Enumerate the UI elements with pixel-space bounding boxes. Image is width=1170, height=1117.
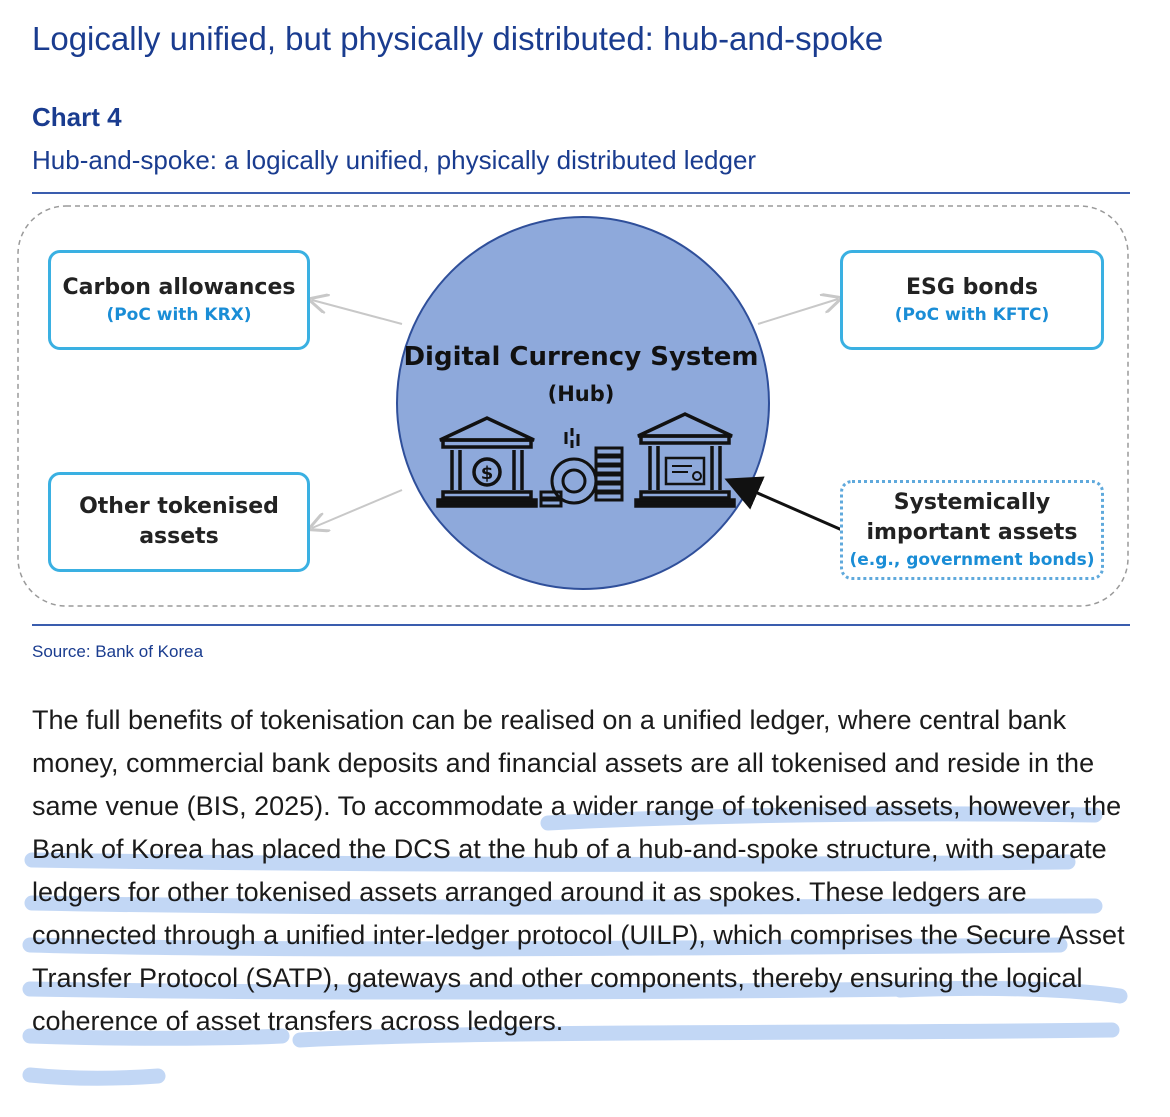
body-paragraph-block: The full benefits of tokenisation can be…: [32, 699, 1142, 1043]
chart-subtitle: Hub-and-spoke: a logically unified, phys…: [32, 145, 757, 175]
connector-other: [312, 489, 403, 528]
spoke-systemically-important-assets: Systemically important assets (e.g., gov…: [840, 480, 1104, 580]
connector-carbon: [312, 300, 403, 325]
bank-dollar-icon: [436, 416, 538, 508]
bank-certificate-icon: [634, 412, 736, 508]
chart-label: Chart 4: [32, 102, 122, 132]
spoke-other-line1: Other tokenised: [79, 494, 279, 519]
chart-top-rule: [32, 192, 1130, 194]
connector-esg: [757, 299, 838, 325]
spoke-carbon-allowances: Carbon allowances (PoC with KRX): [48, 250, 310, 350]
spoke-esg-bonds: ESG bonds (PoC with KFTC): [840, 250, 1104, 350]
spoke-esg-sub: (PoC with KFTC): [894, 305, 1050, 325]
spoke-carbon-title: Carbon allowances: [62, 275, 296, 300]
spoke-carbon-sub: (PoC with KRX): [106, 305, 252, 325]
spoke-systemic-sub: (e.g., government bonds): [849, 550, 1095, 570]
page-heading: Logically unified, but physically distri…: [32, 20, 884, 57]
spoke-systemic-line2: important assets: [866, 520, 1078, 545]
hub-subtitle: (Hub): [547, 382, 615, 406]
spoke-esg-title: ESG bonds: [906, 275, 1038, 300]
chart-source: Source: Bank of Korea: [32, 642, 204, 661]
svg-text:$: $: [481, 463, 494, 484]
spoke-systemic-line1: Systemically: [893, 490, 1051, 515]
chart-bottom-rule: [32, 624, 1130, 626]
body-paragraph: The full benefits of tokenisation can be…: [32, 705, 1125, 1036]
coins-stack-icon: [539, 428, 624, 508]
spoke-other-line2: assets: [139, 524, 219, 549]
connector-systemic: [724, 476, 843, 532]
spoke-other-tokenised-assets: Other tokenised assets: [48, 472, 310, 572]
hub-title: Digital Currency System: [403, 342, 759, 372]
